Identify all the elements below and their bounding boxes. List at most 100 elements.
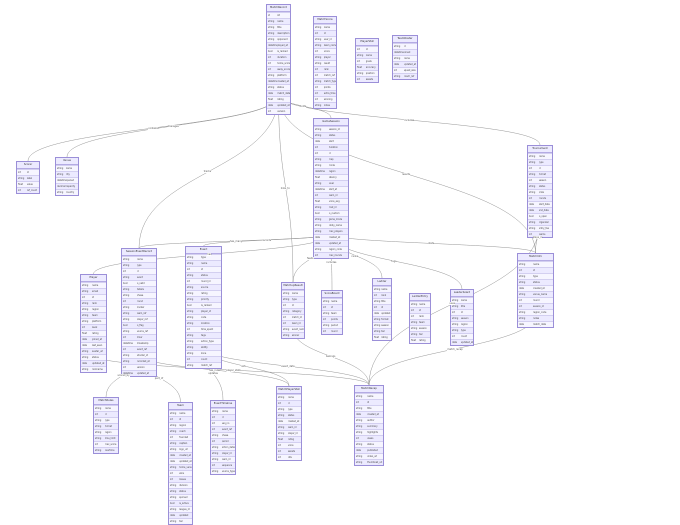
attribute-type: id: [268, 14, 270, 17]
attribute-type: int: [283, 322, 286, 325]
attribute-type: string: [452, 305, 459, 308]
attribute-name: rating: [381, 336, 388, 339]
attribute-name: updated_at: [460, 341, 473, 344]
attribute-type: string: [315, 206, 322, 209]
attribute-name: tier: [179, 520, 183, 523]
attribute-type: string: [170, 442, 177, 445]
attribute-type: string: [123, 258, 130, 261]
attribute-type: string: [95, 431, 102, 434]
attribute-type: string: [394, 45, 401, 48]
attribute-type: int: [315, 68, 318, 71]
attribute-name: position: [365, 72, 375, 75]
attribute-name: region: [92, 308, 99, 311]
attribute-type: int: [82, 326, 85, 329]
attribute-name: name: [419, 303, 426, 306]
entity-title: Player: [81, 275, 106, 282]
attribute-name: tier: [419, 333, 423, 336]
attribute-type: string: [82, 320, 89, 323]
attribute-name: name: [538, 155, 545, 158]
attribute-type: string: [95, 407, 102, 410]
attribute-type: string: [278, 396, 285, 399]
attribute-type: string: [356, 395, 363, 398]
attribute-name: team_ref: [136, 312, 147, 315]
entity-venue[interactable]: Venuestringnamestringcitydatetimeopenedd…: [55, 157, 79, 196]
attribute-name: sponsor: [179, 496, 188, 499]
attribute-name: player_id: [221, 452, 232, 455]
attribute-row: datetimeupdated_at: [122, 370, 156, 376]
attribute-name: player_id: [287, 432, 298, 435]
attribute-type: string: [315, 62, 322, 65]
attribute-type: int: [315, 254, 318, 257]
attribute-type: string: [357, 72, 364, 75]
attribute-name: is_open: [538, 215, 547, 218]
attribute-name: id: [201, 268, 203, 271]
attribute-type: int: [212, 428, 215, 431]
attribute-name: id: [331, 306, 333, 309]
entity-title: MatchRules: [94, 398, 118, 405]
attribute-type: string: [18, 177, 25, 180]
attribute-name: joined: [403, 51, 411, 54]
attribute-type: date: [82, 362, 87, 365]
attribute-type: int: [529, 167, 532, 170]
attribute-type: string: [82, 308, 89, 311]
attribute-name: team: [419, 321, 425, 324]
attribute-name: name: [331, 300, 338, 303]
attribute-type: int: [212, 416, 215, 419]
attribute-type: string: [356, 431, 363, 434]
entity-title: MatchRecap: [355, 386, 383, 393]
attribute-name: team_id: [287, 426, 297, 429]
relationship-label: results: [402, 172, 411, 176]
attribute-type: string: [374, 288, 381, 291]
attribute-name: region_code: [533, 311, 547, 314]
